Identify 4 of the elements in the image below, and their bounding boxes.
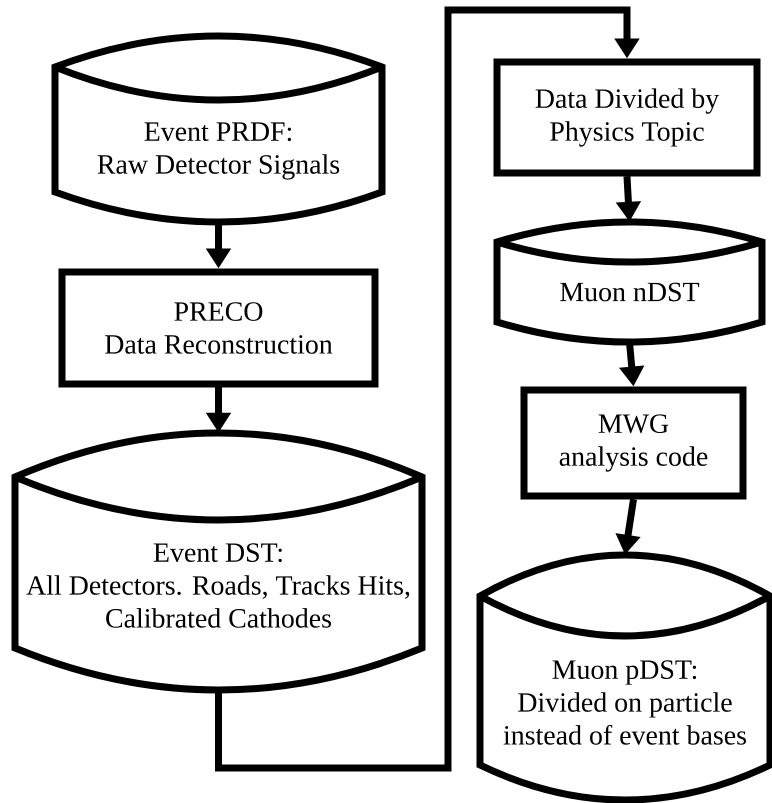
process-box: Data Divided by Physics Topic bbox=[494, 58, 760, 176]
process-box: MWG analysis code bbox=[520, 386, 746, 500]
arrow bbox=[215, 6, 640, 772]
process-box: PRECO Data Reconstruction bbox=[58, 268, 378, 388]
